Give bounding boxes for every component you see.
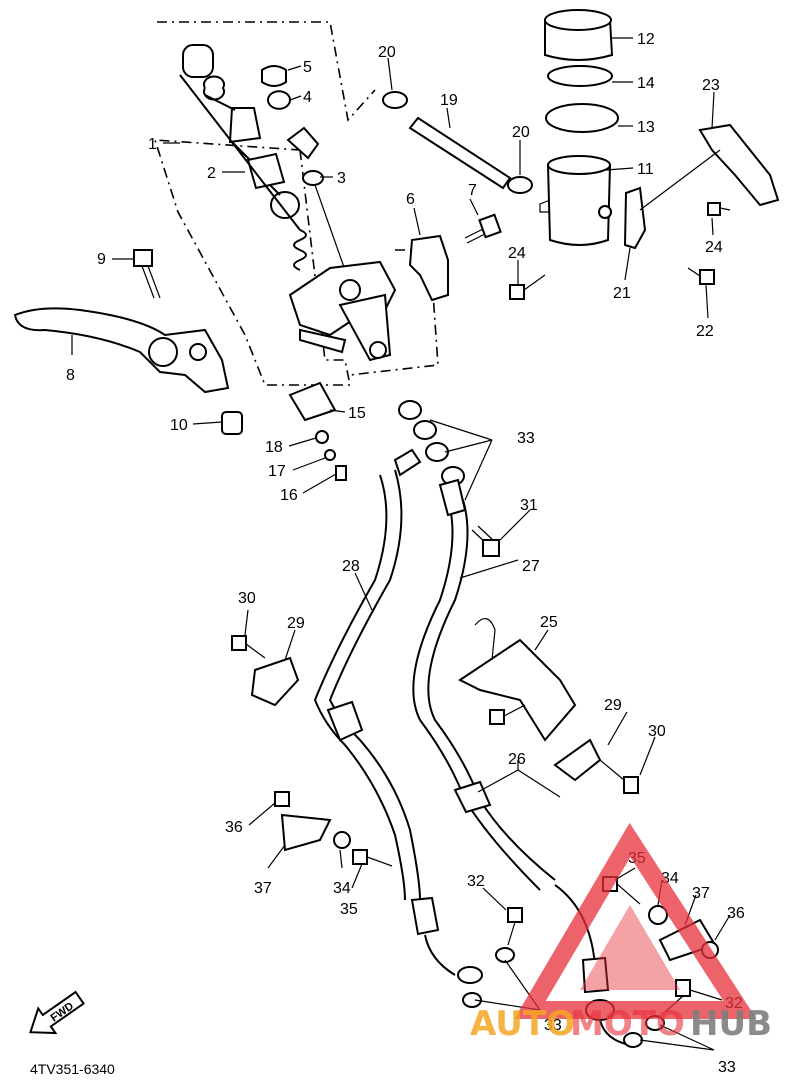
callout-24-b: 24 (508, 245, 526, 262)
bolt-7 (464, 213, 502, 244)
callout-19: 19 (440, 92, 458, 109)
callout-33-c: 33 (718, 1059, 736, 1076)
callout-29-b: 29 (604, 697, 622, 714)
callout-11: 11 (637, 161, 654, 178)
callout-33-b: 33 (544, 1017, 562, 1034)
callout-3: 3 (337, 170, 346, 187)
screws-22-24 (509, 202, 731, 300)
callout-14: 14 (637, 75, 655, 92)
bracket-23 (698, 123, 780, 207)
callout-28: 28 (342, 558, 360, 575)
diagram-code: 4TV351-6340 (30, 1061, 115, 1077)
callout-23: 23 (702, 77, 720, 94)
callout-13: 13 (637, 119, 655, 136)
callout-27: 27 (522, 558, 540, 575)
callout-9: 9 (97, 251, 106, 268)
callout-30-b: 30 (648, 723, 666, 740)
hardware-34-37-left (274, 791, 393, 867)
reservoir-assembly (539, 9, 619, 246)
callouts: 1 2 3 4 5 6 7 8 9 10 11 12 13 14 15 16 1… (66, 31, 745, 1076)
callout-31: 31 (520, 497, 538, 514)
fwd-arrow-icon: FWD (29, 990, 85, 1035)
bolt-31 (471, 525, 500, 557)
callout-7: 7 (468, 182, 477, 199)
callout-35-a: 35 (340, 901, 358, 918)
clip-20-b (507, 176, 533, 194)
callout-8: 8 (66, 367, 75, 384)
callout-32-a: 32 (467, 873, 485, 890)
leader-lines (71, 37, 731, 1051)
callout-29-a: 29 (287, 615, 305, 632)
callout-2: 2 (207, 165, 216, 182)
callout-26: 26 (508, 751, 526, 768)
kit-parts (179, 44, 346, 271)
callout-5: 5 (303, 59, 312, 76)
master-cylinder-kit-boundary (153, 21, 376, 386)
callout-34-a: 34 (333, 880, 351, 897)
callout-17: 17 (268, 463, 286, 480)
callout-37-a: 37 (254, 880, 272, 897)
clamp-29-left (231, 635, 300, 707)
nut-10 (221, 411, 243, 435)
callout-36-b: 36 (727, 905, 745, 922)
callout-10: 10 (170, 417, 188, 434)
callout-12: 12 (637, 31, 655, 48)
callout-33-a: 33 (517, 430, 535, 447)
callout-24-a: 24 (705, 239, 723, 256)
callout-25: 25 (540, 614, 558, 631)
watermark-text-moto: MOTO (570, 1004, 685, 1044)
watermark-text-hub: HUB (690, 1004, 772, 1044)
callout-18: 18 (265, 439, 283, 456)
clamp-29-right (553, 738, 639, 794)
callout-1: 1 (148, 136, 157, 153)
bolt-9 (133, 249, 161, 299)
master-cylinder-body (288, 260, 397, 362)
watermark-text-auto: AUTO (470, 1004, 575, 1044)
holder-6 (408, 234, 449, 302)
watermark-triangle-icon (514, 822, 757, 1019)
callout-4: 4 (303, 89, 312, 106)
callout-30-a: 30 (238, 590, 256, 607)
clip-20-a (382, 91, 408, 109)
callout-20-b: 20 (512, 124, 530, 141)
washers-33-top (398, 400, 465, 486)
callout-6: 6 (406, 191, 415, 208)
reservoir-hose-19 (408, 116, 512, 190)
callout-37-b: 37 (692, 885, 710, 902)
bracket-25 (458, 618, 577, 742)
callout-21: 21 (613, 285, 631, 302)
callout-20-a: 20 (378, 44, 396, 61)
callout-22: 22 (696, 323, 714, 340)
kit-boundary-right (349, 249, 439, 376)
callout-16: 16 (280, 487, 298, 504)
callout-15: 15 (348, 405, 366, 422)
callout-36-a: 36 (225, 819, 243, 836)
brake-hose-28 (313, 448, 483, 984)
switch-15 (288, 381, 347, 481)
watermark-logo (514, 822, 757, 1019)
brake-lever-8 (13, 307, 230, 394)
bracket-21 (623, 186, 647, 250)
